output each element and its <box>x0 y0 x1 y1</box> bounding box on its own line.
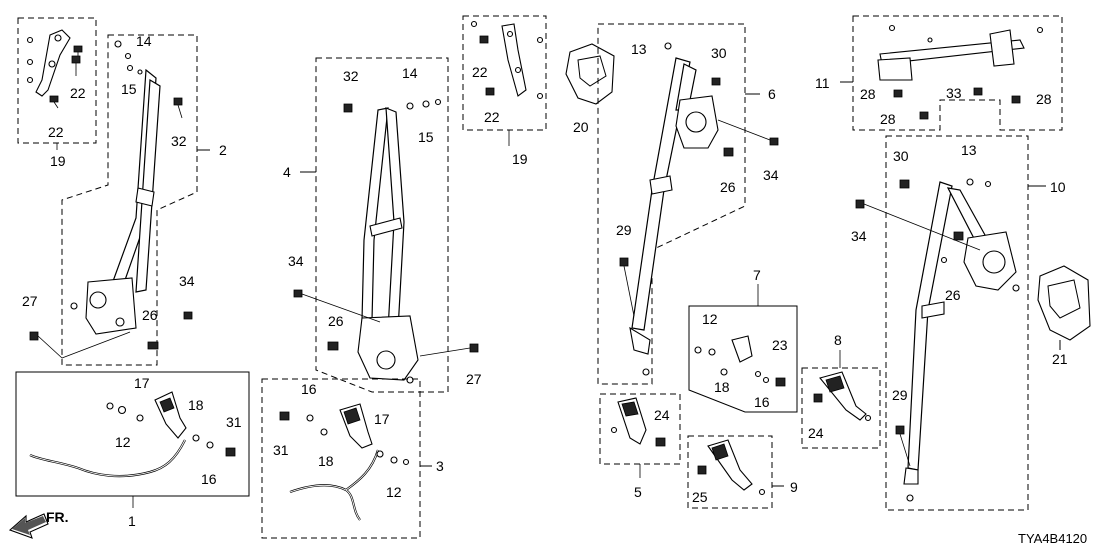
callout: 31 <box>226 414 242 430</box>
callout: 34 <box>288 253 304 269</box>
callout: 18 <box>188 397 204 413</box>
callout: 29 <box>892 387 908 403</box>
callout: 28 <box>1036 91 1052 107</box>
group-11-anchor-bar <box>840 15 1063 131</box>
callout: 9 <box>790 479 798 495</box>
callout: 34 <box>763 167 779 183</box>
callout: 26 <box>720 179 736 195</box>
callout: 24 <box>654 407 670 423</box>
callout: 11 <box>815 75 830 91</box>
callout: 22 <box>484 109 500 125</box>
seatbelt-assembly-6 <box>597 23 779 385</box>
callout: 1 <box>128 513 136 529</box>
callout: 29 <box>616 222 632 238</box>
callout: 27 <box>466 371 482 387</box>
callout: 17 <box>374 411 390 427</box>
callout: 10 <box>1050 179 1066 195</box>
callout: 20 <box>573 119 589 135</box>
callout: 33 <box>946 85 962 101</box>
buckle-assembly-1 <box>15 371 250 508</box>
callout: 32 <box>343 68 359 84</box>
group-19-left <box>17 17 97 150</box>
callout: 24 <box>808 425 824 441</box>
callout: 21 <box>1052 351 1068 367</box>
callout: 28 <box>880 111 896 127</box>
buckle-assembly-7 <box>688 284 798 413</box>
callout: 19 <box>512 151 528 167</box>
callout: 18 <box>318 453 334 469</box>
callout: 2 <box>219 142 227 158</box>
callout: 15 <box>418 129 434 145</box>
callout: 6 <box>768 86 776 102</box>
callout: 30 <box>711 45 727 61</box>
callout: 32 <box>171 133 187 149</box>
callout: 30 <box>893 148 909 164</box>
callout: 12 <box>115 434 131 450</box>
callout: 17 <box>134 375 150 391</box>
buckle-assembly-9 <box>687 435 784 509</box>
callout: 16 <box>754 394 770 410</box>
group-19-center <box>462 15 547 146</box>
callout: 7 <box>753 267 761 283</box>
callout: 14 <box>136 33 152 49</box>
callout: 14 <box>402 65 418 81</box>
callout: 22 <box>48 124 64 140</box>
callout: 15 <box>121 81 137 97</box>
callout: 8 <box>834 332 842 348</box>
callout: 12 <box>702 311 718 327</box>
callout: 13 <box>631 41 647 57</box>
callout: 34 <box>851 228 867 244</box>
callout: 22 <box>70 85 86 101</box>
callout: 28 <box>860 86 876 102</box>
callout: 3 <box>436 458 444 474</box>
callout: 5 <box>634 484 642 500</box>
seatbelt-assembly-2 <box>29 34 210 366</box>
callout: 31 <box>273 442 289 458</box>
buckle-assembly-3 <box>261 378 432 539</box>
seatbelt-assembly-10 <box>855 135 1046 511</box>
buckle-assembly-8 <box>801 350 881 449</box>
callout: 22 <box>472 64 488 80</box>
callout: 26 <box>142 307 158 323</box>
diagram-code: TYA4B4120 <box>1018 531 1087 546</box>
callout: 25 <box>692 489 708 505</box>
callout-labels: 14 15 22 22 32 2 19 34 27 26 17 18 12 31… <box>22 33 1068 529</box>
callout: 12 <box>386 484 402 500</box>
callout: 23 <box>772 337 788 353</box>
part-20-cover <box>565 43 615 105</box>
part-21-cover <box>1037 265 1091 350</box>
callout: 13 <box>961 142 977 158</box>
callout: 34 <box>179 273 195 289</box>
callout: 26 <box>328 313 344 329</box>
callout: 18 <box>714 379 730 395</box>
seatbelt-assembly-4 <box>293 57 479 393</box>
fr-label: FR. <box>46 509 69 525</box>
front-direction-arrow: FR. <box>8 509 69 539</box>
callout: 4 <box>283 164 291 180</box>
buckle-assembly-5 <box>599 393 681 478</box>
callout: 26 <box>945 287 961 303</box>
callout: 19 <box>50 153 66 169</box>
callout: 27 <box>22 293 38 309</box>
callout: 16 <box>201 471 217 487</box>
callout: 16 <box>301 381 317 397</box>
